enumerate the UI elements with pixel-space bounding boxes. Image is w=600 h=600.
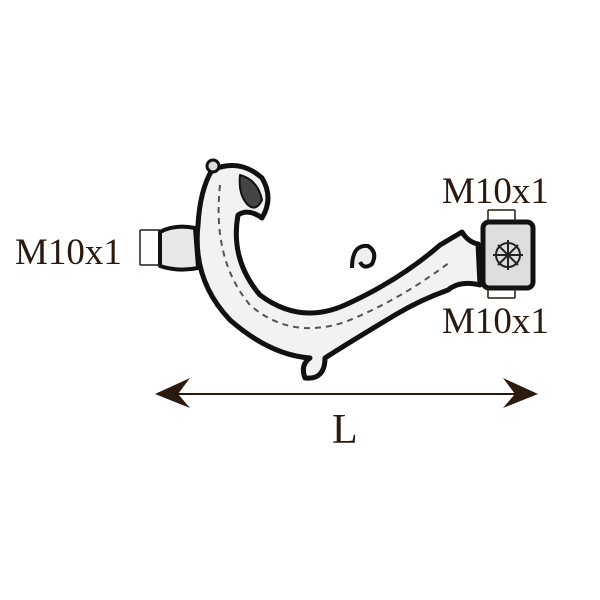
bracket-body <box>158 158 536 381</box>
right-top-thread-label: M10x1 <box>442 171 549 212</box>
bracket-arm <box>194 163 483 381</box>
right-bottom-thread-label: M10x1 <box>442 301 549 342</box>
length-dimension-arrow <box>155 378 538 408</box>
top-curl <box>205 158 221 174</box>
length-label: L <box>332 407 358 453</box>
rosette-icon <box>493 240 523 270</box>
scroll-curl <box>350 243 377 269</box>
arrow-right-icon <box>503 378 538 408</box>
left-connector <box>158 224 200 272</box>
left-thread-dimension <box>139 229 160 266</box>
arm-ornament <box>217 184 451 330</box>
right-top-thread-dimension <box>487 209 516 222</box>
right-bottom-thread-dimension <box>487 288 516 299</box>
arrow-left-icon <box>155 378 190 408</box>
left-thread-label: M10x1 <box>15 232 122 273</box>
head-ornament <box>238 174 263 209</box>
